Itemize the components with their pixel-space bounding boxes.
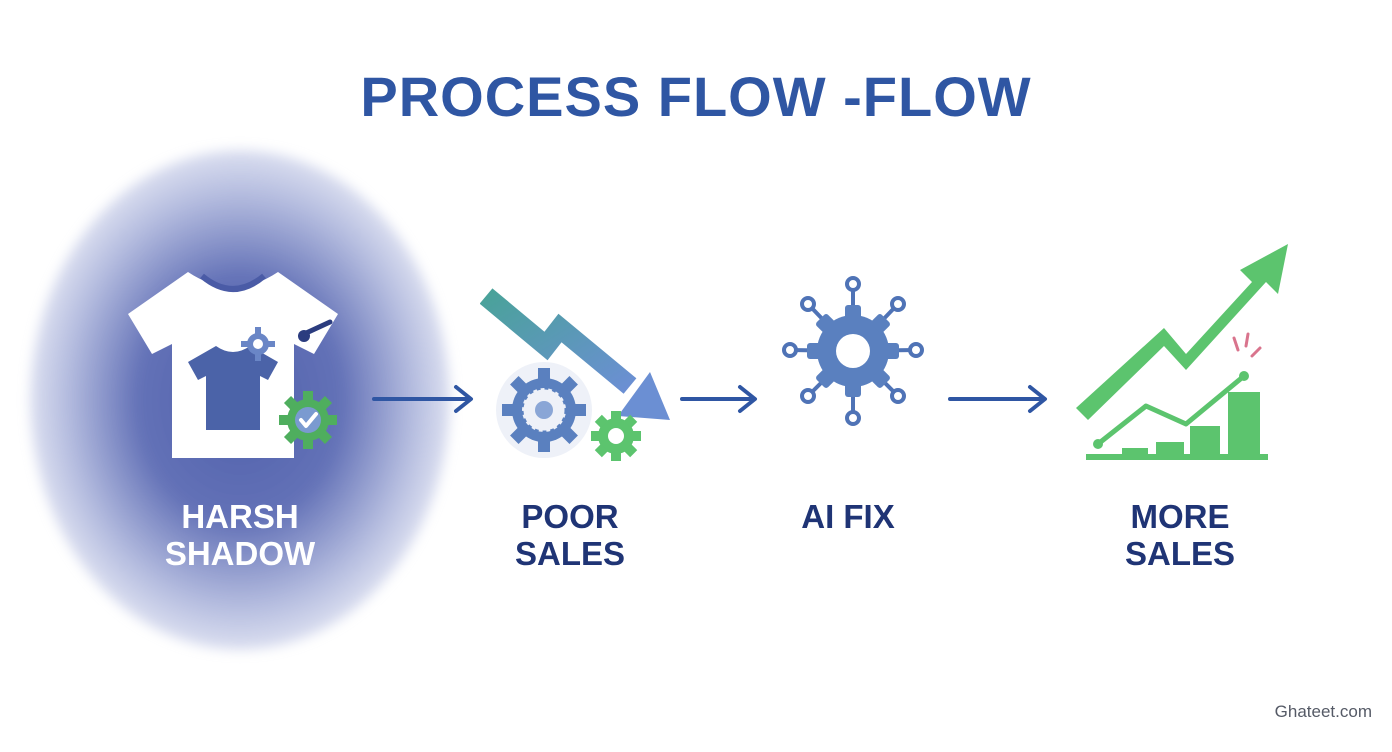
ai-hub-icon [782, 276, 924, 426]
watermark: Ghateet.com [1274, 702, 1372, 721]
step-label-line: SALES [514, 535, 626, 572]
step-label-line: MORE [1130, 498, 1230, 535]
step-label-harsh-shadow: HARSH SHADOW [120, 498, 360, 572]
step-label-poor-sales: POOR SALES [470, 498, 670, 572]
step-label-ai-fix: AI FIX [748, 498, 948, 535]
growth-chart-icon [1076, 244, 1288, 460]
flow-arrow-icon [372, 385, 473, 413]
step-label-line: SHADOW [164, 535, 316, 572]
flow-arrow-icon [948, 385, 1047, 413]
tshirt-icon [128, 272, 338, 458]
diagram-title: PROCESS FLOW -FLOW [360, 65, 1032, 128]
falling-arrow-gear-icon [480, 288, 670, 461]
step-label-line: SALES [1124, 535, 1236, 572]
step-label-line: HARSH [181, 498, 299, 535]
step-label-more-sales: MORE SALES [1080, 498, 1280, 572]
step-label-line: AI FIX [801, 498, 895, 535]
step-label-line: POOR [521, 498, 619, 535]
flow-arrow-icon [680, 385, 757, 413]
